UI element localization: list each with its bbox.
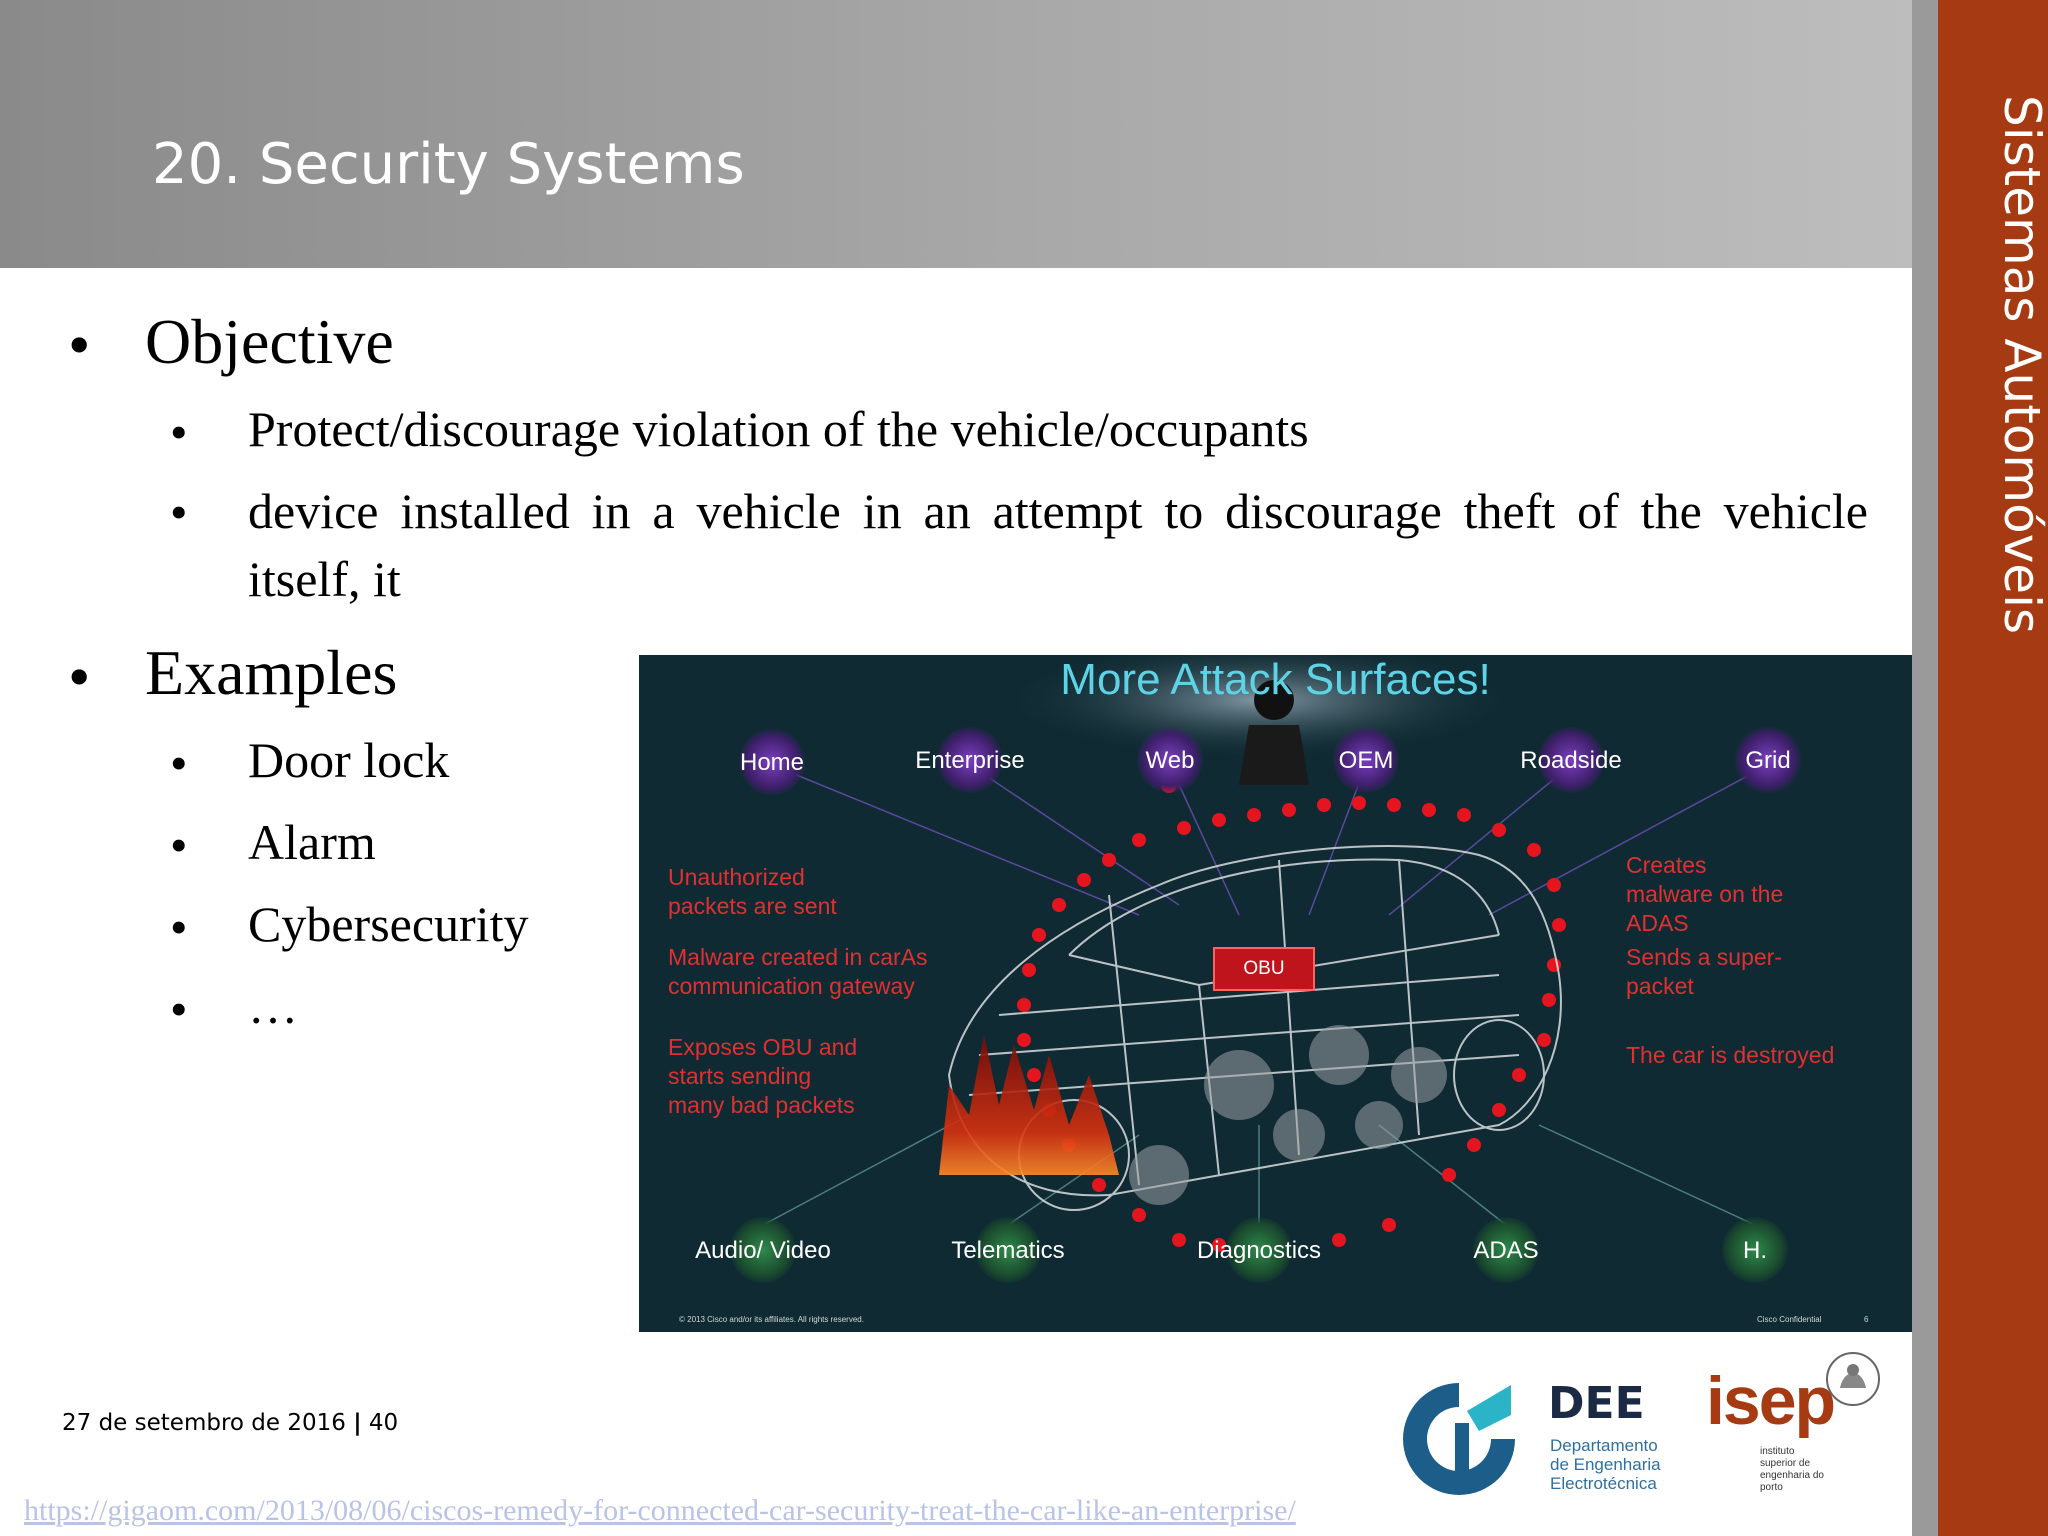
example-item-alarm: Alarm — [248, 814, 376, 870]
note-super-packet: Sends a super- packet — [1626, 944, 1782, 999]
node-diagnostics-icon — [1226, 1217, 1292, 1283]
debris-effect — [1129, 1025, 1447, 1205]
example-item-door-lock: Door lock — [248, 732, 450, 788]
node-telematics-icon — [975, 1217, 1041, 1283]
bullet-example-4: • — [170, 981, 188, 1037]
header-bar — [0, 0, 1912, 268]
note-malware-gateway: Malware created in carAs communication g… — [668, 944, 928, 999]
hacker-figure — [1239, 680, 1309, 785]
bullet-objective: • — [68, 309, 91, 380]
node-home-icon — [739, 729, 805, 795]
footer-date-page: 27 de setembro de 2016 | 40 — [62, 1410, 398, 1436]
bullet-example-1: • — [170, 735, 188, 791]
slide-title: 20. Security Systems — [152, 132, 745, 197]
node-label-telematics: Telematics — [951, 1237, 1065, 1264]
node-roadside-icon — [1538, 727, 1604, 793]
isep-logo-text: isep — [1706, 1363, 1836, 1439]
dee-subtitle: Departamento de Engenharia Electrotécnic… — [1550, 1436, 1661, 1493]
node-label-enterprise: Enterprise — [915, 747, 1025, 774]
bullet-objective-1: • — [170, 404, 188, 460]
node-label-home: Home — [739, 749, 805, 776]
objective-item-2: device installed in a vehicle in an atte… — [248, 483, 1868, 607]
isep-subtitle: instituto superior de engenharia do port… — [1760, 1446, 1824, 1493]
node-grid-icon — [1735, 727, 1801, 793]
sidebar-divider — [1912, 0, 1938, 1536]
node-label-web: Web — [1145, 747, 1195, 774]
note-creates-malware: Creates malware on the ADAS — [1626, 852, 1784, 936]
node-audio-video-icon — [730, 1217, 796, 1283]
bullet-objective-2: • — [170, 484, 188, 540]
fire-effect — [939, 1035, 1119, 1175]
node-label-adas: ADAS — [1473, 1237, 1539, 1264]
bullet-example-2: • — [170, 817, 188, 873]
figure-confidential: Cisco Confidential — [1757, 1315, 1822, 1324]
sidebar-label: Sistemas Automóveis — [1993, 95, 2048, 635]
connection-lines — [762, 764, 1769, 1226]
footer-date: 27 de setembro de 2016 — [62, 1410, 346, 1436]
node-label-oem: OEM — [1338, 747, 1394, 774]
note-car-destroyed: The car is destroyed — [1626, 1042, 1835, 1068]
node-h-icon — [1722, 1217, 1788, 1283]
example-item-cybersecurity: Cybersecurity — [248, 896, 529, 952]
isep-seal-icon — [1826, 1352, 1880, 1406]
bullet-example-3: • — [170, 899, 188, 955]
node-enterprise-icon — [937, 727, 1003, 793]
node-label-grid: Grid — [1745, 747, 1791, 774]
node-label-audio-video: Audio/ Video — [695, 1237, 831, 1264]
university-c-logo-icon — [1403, 1383, 1515, 1495]
attack-surfaces-figure: More Attack Surfaces! Home Enterprise We… — [639, 655, 1912, 1332]
node-adas-icon — [1473, 1217, 1539, 1283]
figure-page-number: 6 — [1864, 1315, 1869, 1324]
dee-logo-text: DEE — [1548, 1378, 1645, 1429]
heading-examples: Examples — [145, 637, 398, 708]
note-unauthorized-packets: Unauthorized packets are sent — [668, 864, 837, 919]
example-item-ellipsis: … — [248, 978, 298, 1034]
node-oem-icon — [1333, 727, 1399, 793]
figure-copyright: © 2013 Cisco and/or its affiliates. All … — [679, 1315, 864, 1324]
node-label-diagnostics: Diagnostics — [1196, 1237, 1322, 1264]
footer-page-number: 40 — [368, 1410, 399, 1436]
node-label-roadside: Roadside — [1520, 747, 1622, 774]
note-exposes-obu: Exposes OBU and starts sending many bad … — [668, 1034, 858, 1118]
source-link[interactable]: https://gigaom.com/2013/08/06/ciscos-rem… — [24, 1494, 1296, 1527]
node-web-icon — [1137, 727, 1203, 793]
objective-item-1: Protect/discourage violation of the vehi… — [248, 401, 1309, 457]
figure-title: More Attack Surfaces! — [1060, 655, 1491, 704]
node-label-h: H. — [1743, 1237, 1767, 1264]
bullet-examples: • — [68, 641, 91, 712]
sidebar — [1938, 0, 2048, 1536]
heading-objective: Objective — [145, 306, 394, 377]
attack-path-dots — [1017, 777, 1566, 1252]
obu-label: OBU — [1213, 947, 1315, 991]
footer-separator: | — [353, 1410, 362, 1436]
